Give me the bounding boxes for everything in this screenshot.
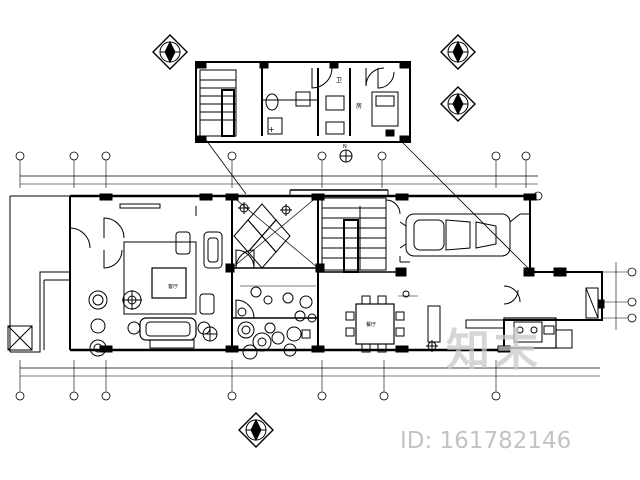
axis-bubble-icon [227,360,237,401]
bottom-dimension-line [20,367,600,377]
compass-label: N [343,144,347,150]
axis-bubble-icon [101,360,111,401]
diamond-marker-icon [440,34,476,70]
sofa-icon: 客厅 [88,203,223,357]
watermark-logo: 知末 [446,325,542,376]
diamond-marker-icon [440,86,476,122]
axis-bubble-icon [227,151,237,188]
axis-bubble-icon [15,151,531,188]
watermark-id: ID: 161782146 [400,428,572,454]
axis-bubble-icon [602,267,637,277]
door-swings [69,199,521,319]
axis-bubble-icon [491,151,501,188]
axis-bubble-icon [15,360,25,401]
axis-bubble-icon [377,151,387,188]
axis-bubble-icon [317,151,327,188]
stair-icon [321,197,410,273]
axis-bubble-icon [15,151,25,188]
room-label-dining: 餐厅 [366,321,376,328]
axis-bubble-icon [69,360,79,401]
north-arrow-icon [152,34,476,448]
kitchen-area [465,287,599,349]
axis-bubble-icon [602,313,637,323]
room-label-upper-wc: 卫 [336,77,342,84]
axis-bubble-icon [317,360,327,401]
axis-bubble-icon [69,151,79,188]
top-dimension-line [20,175,538,185]
axis-bubble-icon [101,151,111,188]
axis-bubble-icon [521,151,531,188]
plant-icon [237,285,317,360]
axis-bubble-icon [602,297,637,307]
diamond-marker-icon [152,34,188,70]
car-icon [399,213,530,257]
room-label-living: 客厅 [168,283,178,290]
diamond-marker-icon [238,412,274,448]
dining-table-icon: 餐厅 [345,290,441,353]
axis-bubble-icon [379,360,389,401]
axis-bubble-icon [533,191,637,330]
room-label-upper-room: 房 [356,102,362,110]
main-floor-plan [7,189,605,353]
axis-bubble-icon [15,360,501,401]
upper-floor-plan: 卫 房 + [195,61,529,269]
entry-floor-pattern [231,195,319,269]
compass-mark: N [339,144,353,163]
dimension-tag: + [268,125,275,134]
axis-bubble-icon [491,360,501,401]
